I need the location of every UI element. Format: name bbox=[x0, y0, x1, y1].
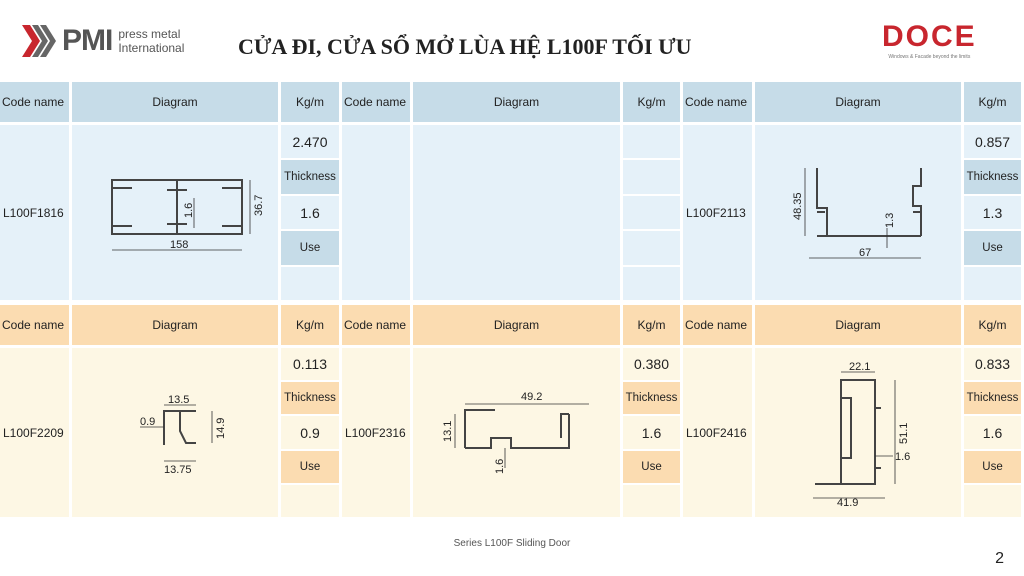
kg-value: 2.470 bbox=[281, 125, 339, 159]
page-number: 2 bbox=[995, 550, 1004, 567]
header-diagram: Diagram bbox=[72, 82, 278, 122]
use-value bbox=[281, 484, 339, 518]
code-cell: L100F2113 bbox=[683, 125, 752, 300]
dim-label: 22.1 bbox=[849, 361, 870, 373]
profile-diagram: 48.35 67 1.3 bbox=[792, 167, 922, 259]
use-value bbox=[623, 484, 680, 518]
use-label: Use bbox=[623, 450, 680, 483]
use-label: Use bbox=[281, 231, 339, 265]
dim-label: 1.6 bbox=[494, 458, 506, 473]
code-cell: L100F2316 bbox=[342, 348, 410, 517]
header-code: Code name bbox=[0, 305, 69, 345]
header-diagram: Diagram bbox=[755, 305, 961, 345]
header-kg: Kg/m bbox=[623, 82, 680, 122]
header-code: Code name bbox=[342, 305, 410, 345]
thickness-label: Thickness bbox=[281, 160, 339, 194]
header-diagram: Diagram bbox=[72, 305, 278, 345]
header-code: Code name bbox=[683, 305, 752, 345]
use-value bbox=[281, 266, 339, 301]
kg-column bbox=[623, 125, 680, 301]
dim-label: 36.7 bbox=[253, 194, 265, 215]
profile-diagram: 22.1 41.9 51.1 1.6 bbox=[813, 361, 910, 508]
pmi-sub1: press metal bbox=[118, 27, 181, 41]
page-title: CỬA ĐI, CỬA SỔ MỞ LÙA HỆ L100F TỐI ƯU bbox=[238, 34, 692, 59]
table-section-2: Code name Diagram Kg/m Code name Diagram… bbox=[0, 305, 1024, 518]
dim-label: 158 bbox=[170, 239, 188, 251]
kg-value: 0.113 bbox=[281, 348, 339, 381]
thickness-value: 1.6 bbox=[623, 416, 680, 449]
dim-label: 13.75 bbox=[164, 464, 192, 476]
dim-label: 1.6 bbox=[183, 202, 195, 217]
profile-diagram: 49.2 13.1 1.6 bbox=[442, 391, 589, 474]
dim-label: 41.9 bbox=[837, 497, 858, 508]
diagram-cell: 49.2 13.1 1.6 bbox=[413, 348, 620, 517]
dim-label: 67 bbox=[859, 247, 871, 259]
diagram-cell: 158 36.7 1.6 bbox=[72, 125, 278, 300]
code-cell: L100F1816 bbox=[0, 125, 69, 300]
profile-diagram: 158 36.7 1.6 bbox=[111, 178, 265, 251]
dim-label: 13.1 bbox=[442, 420, 454, 441]
header-kg: Kg/m bbox=[964, 82, 1021, 122]
kg-value: 0.380 bbox=[623, 348, 680, 381]
header-kg: Kg/m bbox=[281, 82, 339, 122]
series-footer: Series L100F Sliding Door bbox=[453, 538, 571, 549]
code-cell: L100F2209 bbox=[0, 348, 69, 517]
use-label: Use bbox=[964, 450, 1021, 483]
pmi-wordmark: PMI bbox=[62, 24, 113, 57]
header-code: Code name bbox=[0, 82, 69, 122]
kg-value: 0.833 bbox=[964, 348, 1021, 381]
dim-label: 51.1 bbox=[898, 422, 910, 443]
header-code: Code name bbox=[683, 82, 752, 122]
thickness-label: Thickness bbox=[964, 382, 1021, 415]
empty-code-cell bbox=[342, 125, 410, 300]
table-section-1: Code name Diagram Kg/m Code name Diagram… bbox=[0, 82, 1024, 301]
use-value bbox=[964, 484, 1021, 518]
header-kg: Kg/m bbox=[964, 305, 1021, 345]
header-diagram: Diagram bbox=[413, 305, 620, 345]
profile-table: Code name Diagram Kg/m Code name Diagram… bbox=[0, 82, 1024, 522]
doce-wordmark: DOCE bbox=[882, 20, 977, 53]
empty-diagram-cell bbox=[413, 125, 620, 300]
doce-logo: DOCE Windows & Facade beyond the limits bbox=[882, 20, 977, 60]
dim-label: 0.9 bbox=[140, 416, 155, 428]
pmi-sub2: International bbox=[118, 41, 185, 55]
use-label: Use bbox=[964, 231, 1021, 265]
header-kg: Kg/m bbox=[623, 305, 680, 345]
header-diagram: Diagram bbox=[755, 82, 961, 122]
dim-label: 13.5 bbox=[168, 394, 189, 406]
header-kg: Kg/m bbox=[281, 305, 339, 345]
header-diagram: Diagram bbox=[413, 82, 620, 122]
code-cell: L100F2416 bbox=[683, 348, 752, 517]
thickness-value: 0.9 bbox=[281, 416, 339, 449]
thickness-label: Thickness bbox=[964, 160, 1021, 194]
kg-value: 0.857 bbox=[964, 125, 1021, 159]
thickness-label: Thickness bbox=[281, 382, 339, 415]
profile-diagram: 13.5 13.75 14.9 0.9 bbox=[140, 394, 227, 476]
diagram-cell: 13.5 13.75 14.9 0.9 bbox=[72, 348, 278, 517]
dim-label: 1.3 bbox=[884, 212, 896, 227]
dim-label: 1.6 bbox=[895, 451, 910, 463]
thickness-label: Thickness bbox=[623, 382, 680, 415]
use-value bbox=[964, 266, 1021, 301]
dim-label: 49.2 bbox=[521, 391, 542, 403]
thickness-value: 1.6 bbox=[964, 416, 1021, 449]
pmi-chevron-icon bbox=[22, 25, 56, 57]
dim-label: 48.35 bbox=[792, 192, 804, 220]
doce-tagline: Windows & Facade beyond the limits bbox=[888, 54, 971, 60]
diagram-cell: 22.1 41.9 51.1 1.6 bbox=[755, 348, 961, 517]
header-code: Code name bbox=[342, 82, 410, 122]
thickness-value: 1.6 bbox=[281, 195, 339, 230]
dim-label: 14.9 bbox=[215, 417, 227, 438]
diagram-cell: 48.35 67 1.3 bbox=[755, 125, 961, 300]
use-label: Use bbox=[281, 450, 339, 483]
thickness-value: 1.3 bbox=[964, 195, 1021, 230]
